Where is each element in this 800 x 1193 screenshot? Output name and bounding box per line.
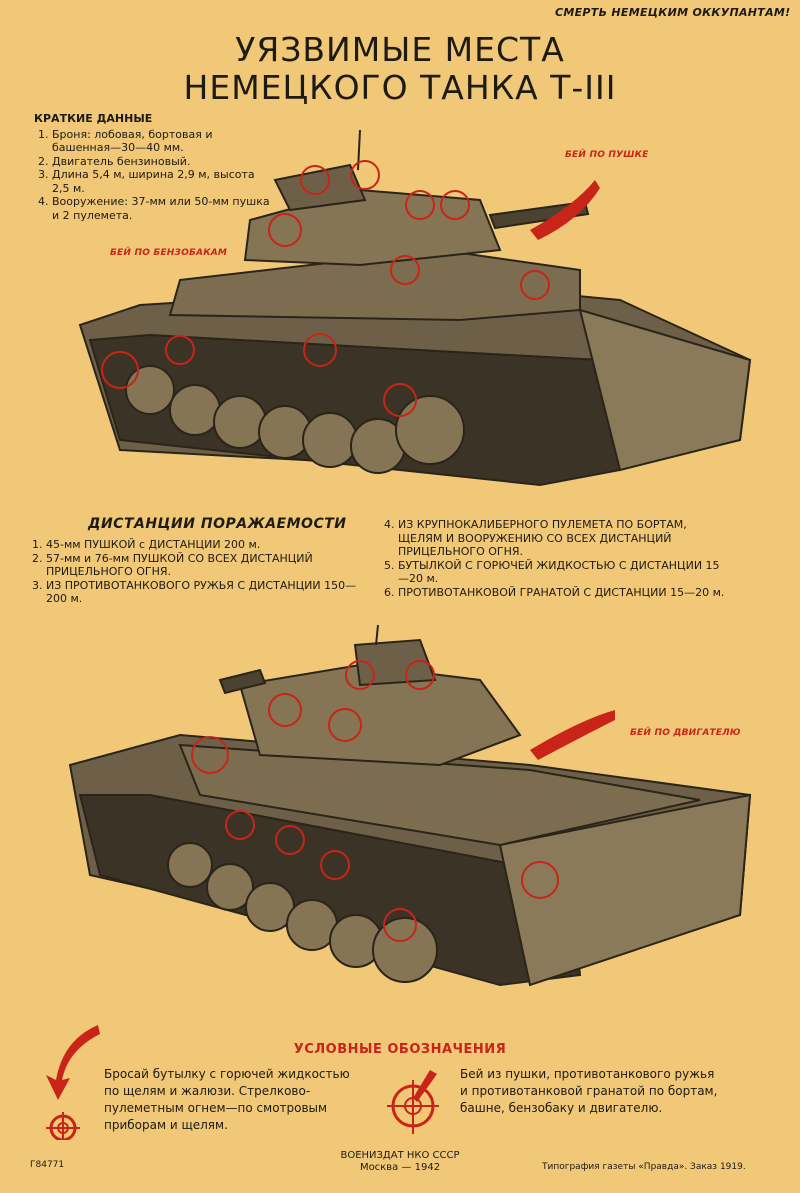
list-item: Вооружение: 37-мм или 50-мм пушка и 2 пу… <box>52 195 274 222</box>
distances-heading: ДИСТАНЦИИ ПОРАЖАЕМОСТИ <box>88 516 347 532</box>
list-item: Длина 5,4 м, ширина 2,9 м, высота 2,5 м. <box>52 168 274 195</box>
legend-heading: УСЛОВНЫЕ ОБОЗНАЧЕНИЯ <box>293 1042 507 1057</box>
print-code: Г84771 <box>30 1160 65 1170</box>
specs-heading: КРАТКИЕ ДАННЫЕ <box>34 112 153 125</box>
bottle-throw-arrow-icon <box>46 1025 100 1140</box>
hit-label-fuel: БЕЙ ПО БЕНЗОБАКАМ <box>110 248 228 258</box>
specs-list: Броня: лобовая, бортовая и башенная—30—4… <box>34 128 274 223</box>
distances-list-left: 45-мм ПУШКОЙ с ДИСТАНЦИИ 200 м. 57-мм и … <box>28 538 368 606</box>
publisher-block: ВОЕНИЗДАТ НКО СССР Москва — 1942 <box>0 1150 800 1174</box>
list-item: Двигатель бензиновый. <box>52 155 274 169</box>
list-item: Броня: лобовая, бортовая и башенная—30—4… <box>52 128 274 155</box>
page-title-line1: УЯЗВИМЫЕ МЕСТА <box>235 30 565 69</box>
specs-block: КРАТКИЕ ДАННЫЕ Броня: лобовая, бортовая … <box>34 112 274 222</box>
list-item: ИЗ ПРОТИВОТАНКОВОГО РУЖЬЯ С ДИСТАНЦИИ 15… <box>46 579 368 606</box>
legend-text-target: Бей из пушки, противотанкового ружья и п… <box>460 1067 718 1115</box>
tank-illustration-top <box>78 129 752 487</box>
list-item: ПРОТИВОТАНКОВОЙ ГРАНАТОЙ С ДИСТАНЦИИ 15—… <box>398 586 730 600</box>
list-item: БУТЫЛКОЙ С ГОРЮЧЕЙ ЖИДКОСТЬЮ С ДИСТАНЦИИ… <box>398 559 730 586</box>
slogan: СМЕРТЬ НЕМЕЦКИМ ОККУПАНТАМ! <box>555 6 791 19</box>
hit-label-engine: БЕЙ ПО ДВИГАТЕЛЮ <box>630 728 741 738</box>
list-item: 45-мм ПУШКОЙ с ДИСТАНЦИИ 200 м. <box>46 538 368 552</box>
list-item: ИЗ КРУПНОКАЛИБЕРНОГО ПУЛЕМЕТА ПО БОРТАМ,… <box>398 518 730 559</box>
list-item: 57-мм и 76-мм ПУШКОЙ СО ВСЕХ ДИСТАНЦИЙ П… <box>46 552 368 579</box>
publisher-city-year: Москва — 1942 <box>359 1162 441 1173</box>
crosshair-target-icon <box>387 1070 439 1134</box>
publisher-name: ВОЕНИЗДАТ НКО СССР <box>340 1150 460 1161</box>
legend-text-bottle: Бросай бутылку с горючей жидкостью по ще… <box>104 1067 350 1132</box>
hit-label-gun: БЕЙ ПО ПУШКЕ <box>565 150 649 160</box>
tank-illustration-bottom <box>68 625 752 987</box>
print-info: Типография газеты «Правда». Заказ 1919. <box>542 1162 746 1172</box>
page-title-line2: НЕМЕЦКОГО ТАНКА Т-III <box>183 68 617 107</box>
distances-list-right: ИЗ КРУПНОКАЛИБЕРНОГО ПУЛЕМЕТА ПО БОРТАМ,… <box>380 518 730 599</box>
